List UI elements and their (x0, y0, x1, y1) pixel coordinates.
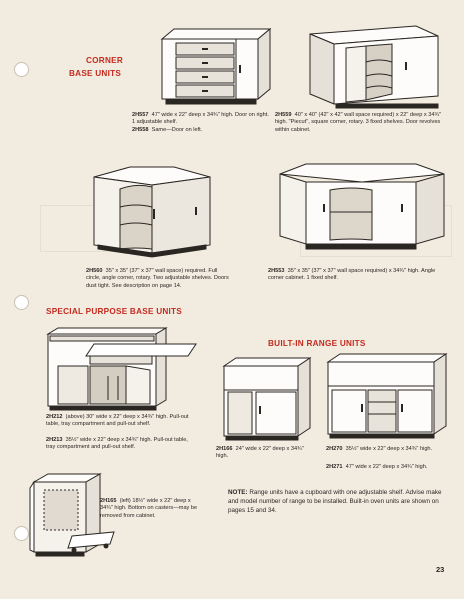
caption-2h166: 2H166 24" wide x 22" deep x 34¾" high. (216, 446, 316, 461)
note-label: NOTE: (228, 489, 248, 496)
caption-text-2h559: 40" x 40" (42" x 42" wall space required… (275, 112, 442, 133)
note-text: Range units have a cupboard with one adj… (228, 489, 442, 515)
caption-2h558: 2H558 Same—Door on left. (132, 127, 272, 134)
cabinet-2h553-illustration (276, 160, 448, 256)
cabinet-2h165-illustration (30, 472, 122, 560)
caption-2h553: 2H553 35" x 35" (37" x 37" wall space re… (268, 268, 452, 283)
cabinet-2h557-illustration (160, 25, 272, 107)
caption-2h271: 2H271 47" wide x 22" deep x 34¾" high. (326, 464, 454, 471)
caption-2h165: 2H165 (left) 18½" wide x 22" deep x 34¾"… (100, 498, 204, 520)
code-2h213: 2H213 (46, 437, 63, 443)
builtin-range-heading: BUILT-IN RANGE UNITS (268, 339, 366, 348)
caption-text-2h213: 35½" wide x 22" deep x 34¾" high. Pull-o… (46, 437, 188, 451)
caption-2h212: 2H212 (above) 30" wide x 22" deep x 34¾"… (46, 414, 196, 429)
caption-text-2h553: 35" x 35" (37" x 37" wall space required… (268, 268, 436, 282)
code-2h559: 2H559 (275, 112, 292, 118)
range-units-note: NOTE: Range units have a cupboard with o… (228, 488, 450, 516)
caption-text-2h560: 35" x 35" (37" x 37" wall space) require… (86, 268, 229, 289)
corner-heading-line2: BASE UNITS (69, 69, 122, 78)
special-purpose-heading: SPECIAL PURPOSE BASE UNITS (46, 307, 183, 316)
caption-text-2h166: 24" wide x 22" deep x 34¾" high. (216, 446, 304, 460)
caption-text-2h271: 47" wide x 22" deep x 34¾" high. (345, 464, 428, 470)
caption-text-2h558: Same—Door on left. (151, 127, 203, 133)
binder-hole-bottom (14, 526, 29, 541)
cabinet-2h166-illustration (222, 356, 314, 442)
caption-text-2h557: 47" wide x 22" deep x 34¾" high. Door on… (132, 112, 269, 126)
code-2h165: 2H165 (100, 498, 117, 504)
code-2h212: 2H212 (46, 414, 63, 420)
corner-heading-line1: CORNER (86, 56, 123, 65)
code-2h271: 2H271 (326, 464, 343, 470)
cabinet-2h559-illustration (306, 22, 442, 110)
caption-2h559: 2H559 40" x 40" (42" x 42" wall space re… (275, 112, 453, 134)
cabinet-2h560-illustration (90, 163, 214, 263)
caption-2h557: 2H557 47" wide x 22" deep x 34¾" high. D… (132, 112, 272, 127)
caption-text-2h270: 35½" wide x 22" deep x 34¾" high. (345, 446, 433, 452)
code-2h166: 2H166 (216, 446, 233, 452)
binder-hole-top (14, 62, 29, 77)
caption-2h560: 2H560 35" x 35" (37" x 37" wall space) r… (86, 268, 232, 290)
caption-2h270: 2H270 35½" wide x 22" deep x 34¾" high. (326, 446, 454, 453)
cabinet-2h212-illustration (46, 326, 200, 412)
caption-text-2h165: (left) 18½" wide x 22" deep x 34¾" high.… (100, 498, 198, 519)
code-2h558: 2H558 (132, 127, 149, 133)
cabinet-2h270-illustration (326, 352, 450, 442)
code-2h553: 2H553 (268, 268, 285, 274)
code-2h560: 2H560 (86, 268, 103, 274)
code-2h270: 2H270 (326, 446, 343, 452)
binder-hole-middle (14, 295, 29, 310)
caption-2h213: 2H213 35½" wide x 22" deep x 34¾" high. … (46, 437, 196, 452)
code-2h557: 2H557 (132, 112, 149, 118)
caption-text-2h212: (above) 30" wide x 22" deep x 34¾" high.… (46, 414, 189, 428)
page-number: 23 (436, 565, 445, 574)
